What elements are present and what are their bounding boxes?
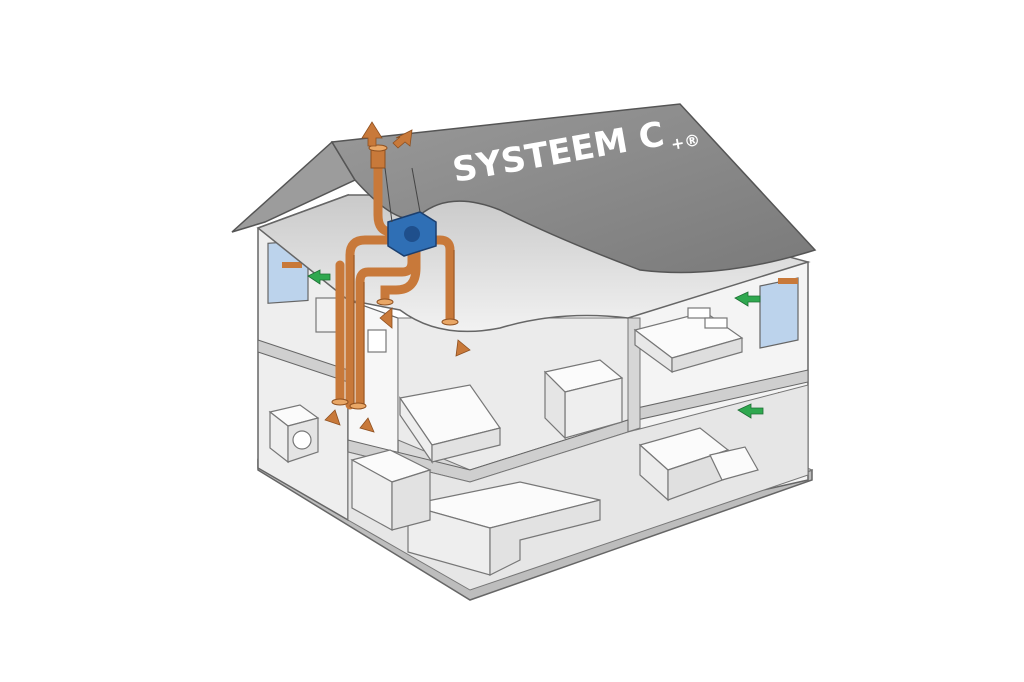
duct-shading: [353, 250, 455, 405]
window-upper-right: [759, 277, 799, 349]
roof-brand-superscript: +®: [669, 130, 701, 154]
furniture: [268, 297, 759, 576]
exhaust-arrow-icon: [324, 121, 471, 433]
ventilation-unit-icon: [384, 167, 437, 257]
exhaust-valves: [331, 298, 459, 410]
roof: SYSTEEM C +®: [231, 103, 817, 274]
fresh-air-arrow-icon: [307, 269, 764, 419]
roof-outlet: [368, 144, 388, 169]
